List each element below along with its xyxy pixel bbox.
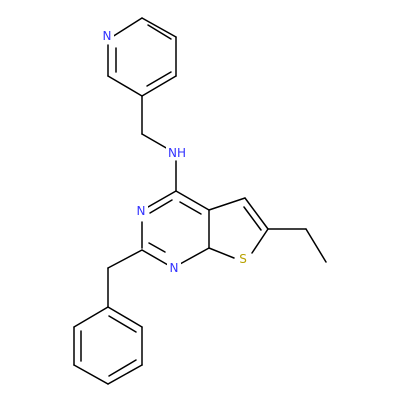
bond xyxy=(107,75,143,97)
label-background xyxy=(166,145,188,160)
label-background xyxy=(167,261,181,276)
bond xyxy=(243,206,262,231)
label-background xyxy=(100,28,114,42)
bond xyxy=(141,75,177,97)
bond xyxy=(146,71,172,87)
bond xyxy=(141,133,169,150)
bond xyxy=(208,247,235,259)
atom-labels: N NH N N S xyxy=(100,28,250,276)
bond xyxy=(175,190,210,211)
amine-nh-label: NH xyxy=(168,146,186,160)
bond xyxy=(147,190,177,208)
bond xyxy=(149,199,173,214)
bond xyxy=(244,197,269,230)
bond xyxy=(179,201,202,215)
pyrimidine-n3-label: N xyxy=(137,204,146,218)
thiophene-ring xyxy=(208,197,269,259)
label-background xyxy=(134,203,148,218)
bond xyxy=(107,249,143,269)
bond xyxy=(107,306,143,328)
methylene-linker xyxy=(141,95,177,192)
bond xyxy=(208,197,246,211)
pyridine-nitrogen-label: N xyxy=(103,29,112,43)
bond xyxy=(147,24,172,40)
bond xyxy=(73,364,109,385)
pyrimidine-ring xyxy=(141,190,210,266)
pyrimidine-n1-label: N xyxy=(170,261,179,275)
bond xyxy=(141,17,177,38)
bond xyxy=(148,242,166,253)
bond xyxy=(108,359,137,377)
bond xyxy=(251,228,269,254)
label-background xyxy=(236,251,250,267)
benzene-ring xyxy=(73,306,143,385)
ethyl-group xyxy=(267,228,327,263)
pyridine-ring xyxy=(107,17,177,97)
bond xyxy=(305,228,327,263)
thiophene-sulfur-label: S xyxy=(239,252,247,266)
bond xyxy=(73,306,109,328)
benzyl-group xyxy=(107,249,143,308)
bond xyxy=(179,247,210,265)
bond xyxy=(107,364,143,385)
bond xyxy=(108,315,137,333)
bond xyxy=(111,17,143,38)
bond xyxy=(141,249,169,266)
